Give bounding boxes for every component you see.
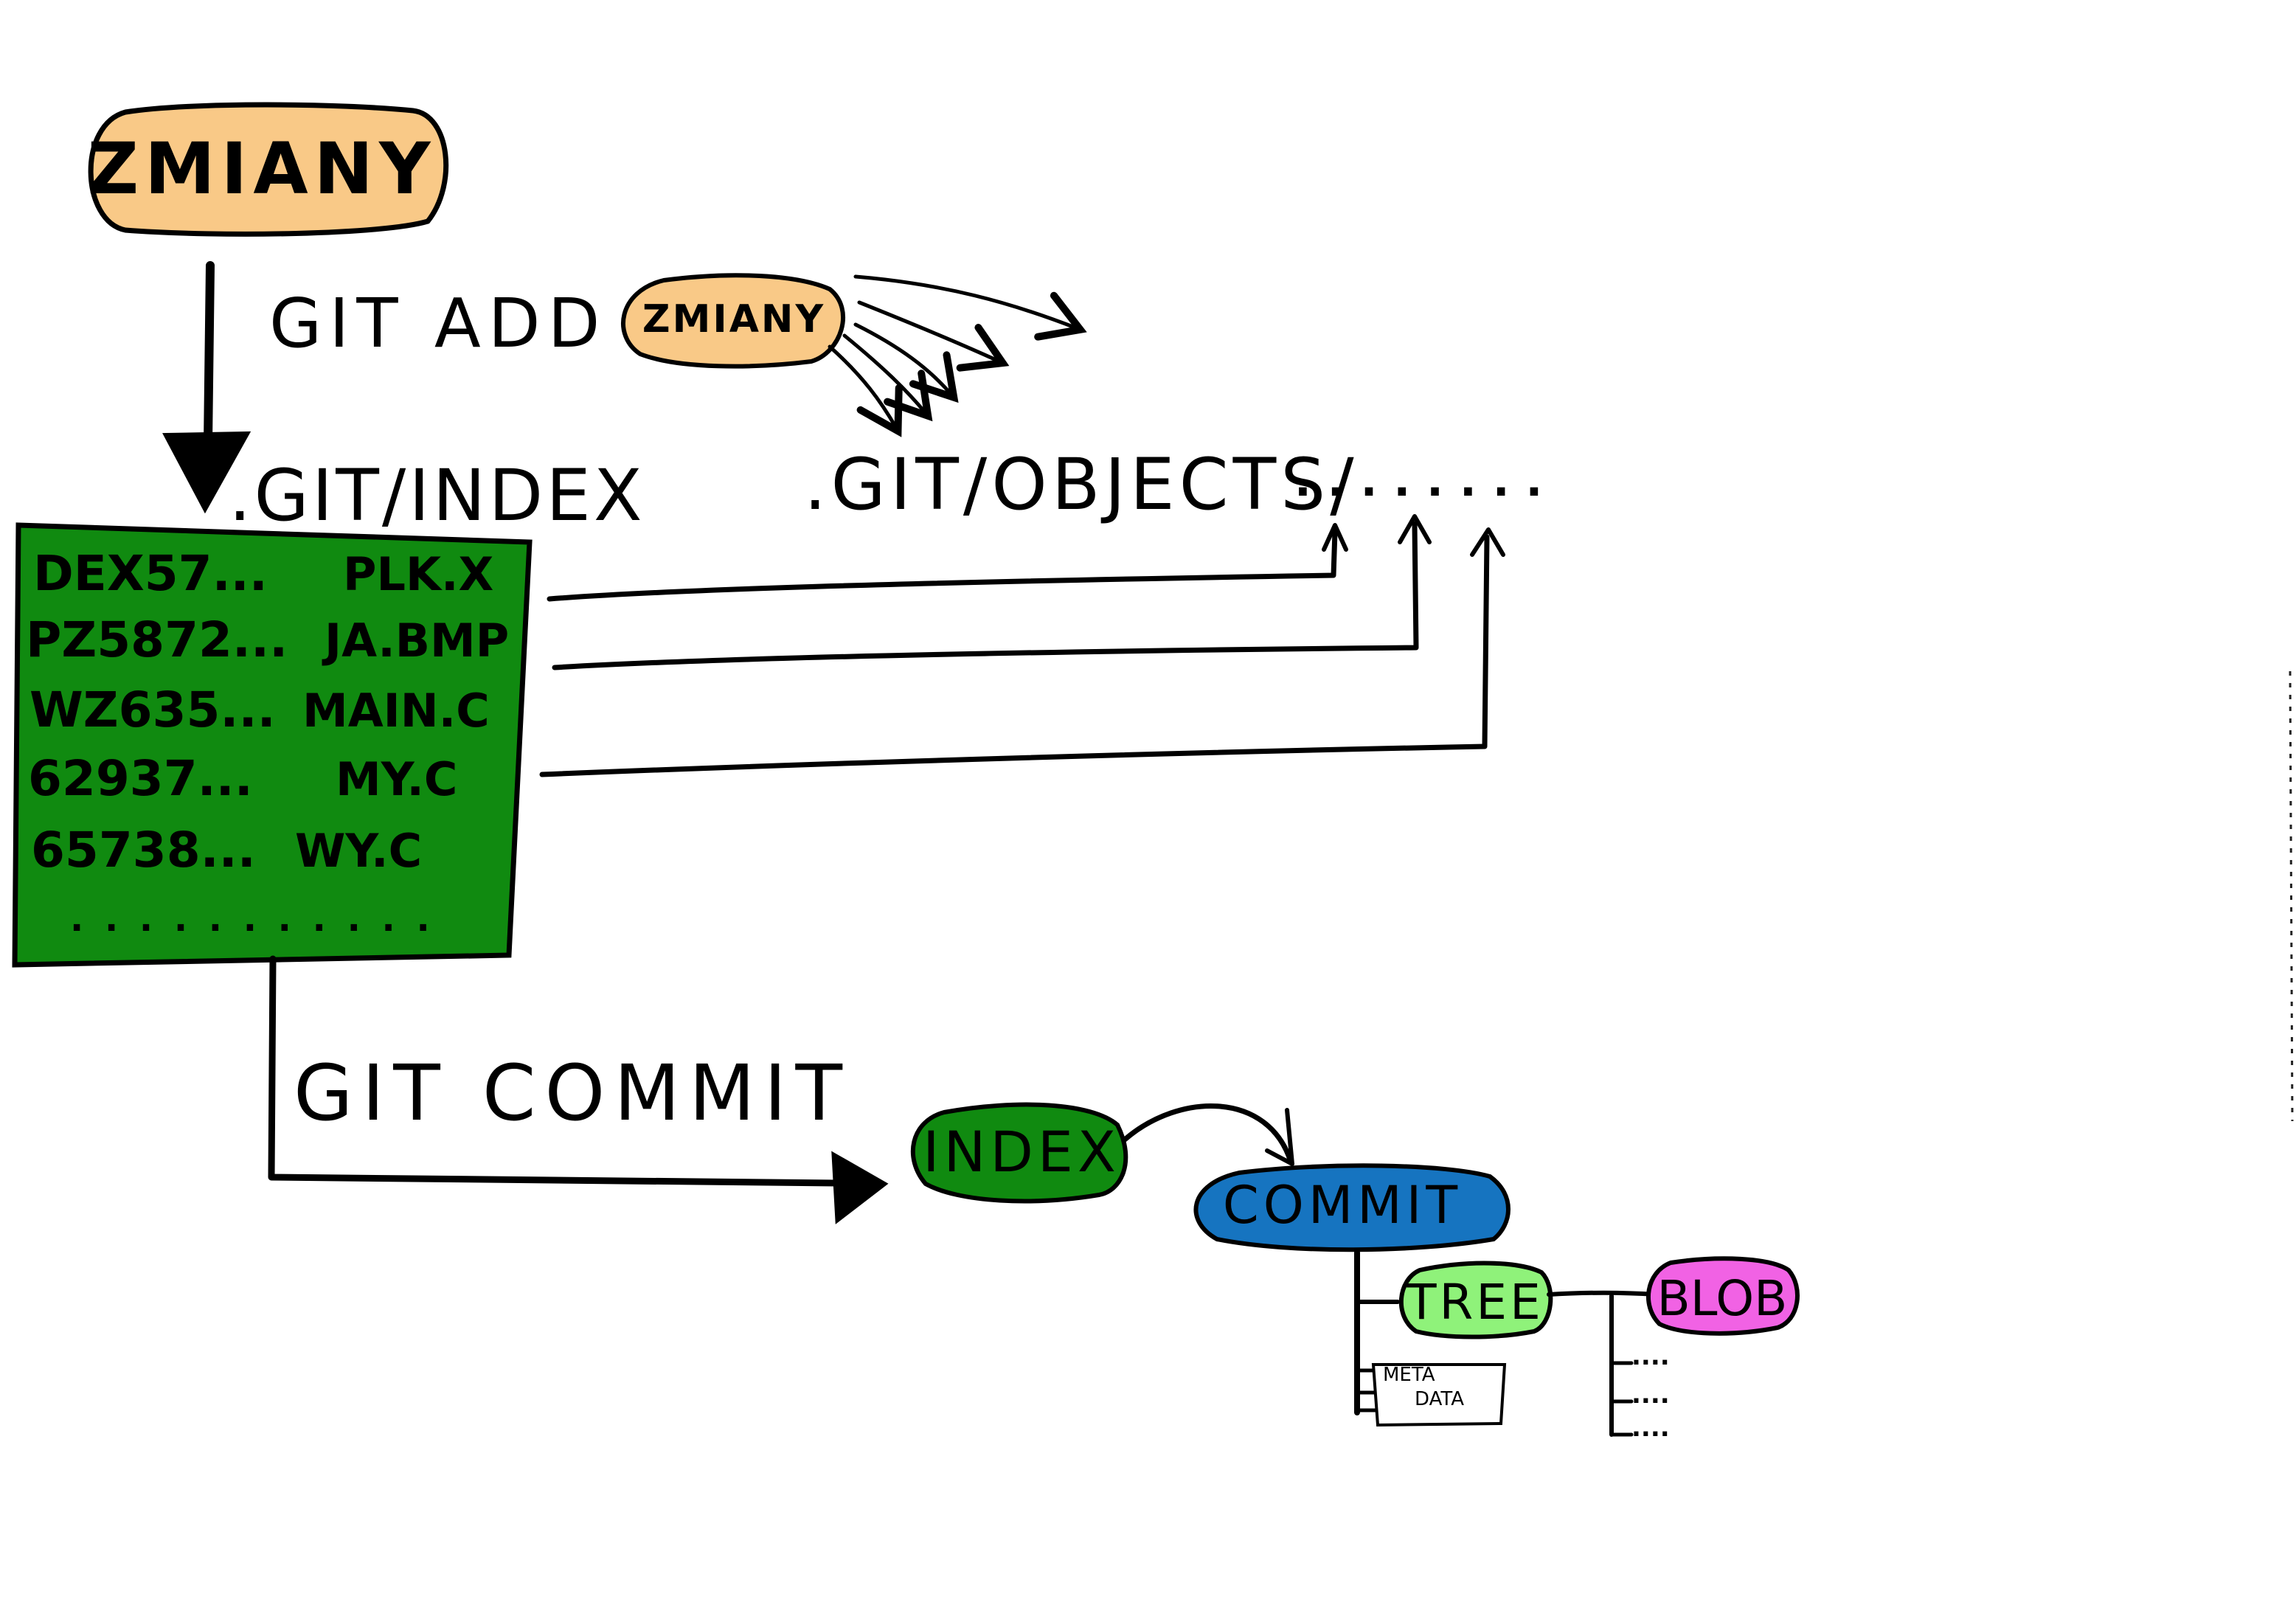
index-to-commit-arrow — [1122, 1103, 1294, 1166]
git-commit-arrow — [268, 955, 889, 1224]
index-rows: DEX57... PLK.X PZ5872... JA.BMP WZ635... MAIN… — [26, 545, 509, 878]
index-table-shape — [12, 522, 533, 968]
git-commit-label: GIT COMMIT — [294, 1048, 851, 1138]
index-entry-file: MAIN.C — [302, 684, 490, 738]
index-entry-file: MY.C — [336, 752, 457, 806]
git-index-path: .GIT/INDEX — [229, 454, 645, 537]
index-entry-file: WY.C — [295, 824, 422, 878]
tree-links — [1547, 1290, 1658, 1437]
tree-child-placeholder: .... — [1631, 1380, 1670, 1410]
tree-node-shape — [1398, 1261, 1553, 1339]
blob-node-shape — [1646, 1256, 1800, 1336]
tree-child-placeholder: .... — [1631, 1342, 1670, 1371]
index-more: . . . . . . . . . . . — [70, 898, 434, 940]
index-node-label: INDEX — [923, 1119, 1120, 1185]
metadata-box: META DATA — [1371, 1363, 1507, 1427]
blob-node: BLOB — [1646, 1256, 1800, 1336]
git-objects-path: .GIT/OBJECTS/ — [804, 443, 1359, 526]
zmiany-small-node: ZMIANY — [621, 273, 845, 369]
commit-node-shape — [1193, 1163, 1511, 1252]
index-to-objects-links — [539, 514, 1505, 777]
index-node: INDEX — [910, 1102, 1128, 1204]
zmiany-node: ZMIANY — [87, 102, 449, 237]
index-entry-hash: PZ5872... — [26, 611, 288, 668]
tree-node: TREE — [1398, 1261, 1553, 1339]
zmiany-label: ZMIANY — [87, 128, 436, 210]
blob-node-label: BLOB — [1657, 1270, 1788, 1327]
tree-node-label: TREE — [1406, 1274, 1544, 1331]
metadata-box-shape — [1371, 1363, 1507, 1427]
commit-node-label: COMMIT — [1223, 1175, 1462, 1235]
scan-edge — [2289, 670, 2294, 1122]
index-entry-file: PLK.X — [343, 547, 493, 601]
index-table: DEX57... PLK.X PZ5872... JA.BMP WZ635... MAIN… — [12, 522, 533, 968]
index-node-shape — [910, 1102, 1128, 1204]
index-entry-hash: 62937... — [28, 750, 253, 807]
zmiany-fan-arrows — [828, 274, 1087, 437]
index-entry-hash: 65738... — [31, 822, 256, 878]
metadata-line1: META — [1383, 1364, 1435, 1386]
zmiany-node-shape — [88, 102, 449, 237]
commit-node: COMMIT — [1193, 1163, 1511, 1252]
metadata-line2: DATA — [1415, 1388, 1464, 1410]
index-entry-hash: DEX57... — [33, 545, 268, 602]
tree-children: ............ — [1631, 1342, 1670, 1443]
commit-arrow-head — [831, 1151, 889, 1224]
zmiany-small-node-shape — [621, 273, 845, 369]
zmiany-to-index-arrow — [162, 261, 252, 514]
zmiany-small-label: ZMIANY — [642, 297, 825, 342]
index-entry-hash: WZ635... — [30, 682, 276, 738]
git-add-label: GIT ADD — [269, 284, 607, 363]
down-arrow-head — [162, 431, 252, 514]
index-entry-file: JA.BMP — [322, 614, 509, 668]
git-objects-dots: ........ — [1294, 455, 1558, 507]
tree-child-placeholder: .... — [1631, 1413, 1670, 1443]
